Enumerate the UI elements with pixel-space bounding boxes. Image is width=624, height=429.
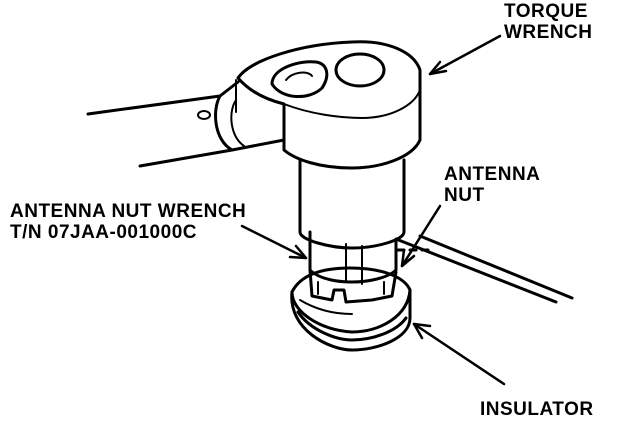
torque-wrench-arrowhead bbox=[428, 60, 448, 76]
insulator-label-line1: INSULATOR bbox=[480, 399, 594, 420]
torque-wrench-handle-shape bbox=[86, 80, 286, 168]
antenna-nut-wrench-leader bbox=[240, 224, 308, 260]
antenna-nut-label: ANTENNA NUT bbox=[444, 164, 540, 206]
antenna-nut-wrench-label: ANTENNA NUT WRENCH T/N 07JAA-001000C bbox=[10, 201, 246, 243]
torque-wrench-leader bbox=[428, 34, 502, 76]
antenna-nut-label-line2: NUT bbox=[444, 185, 485, 206]
torque-wrench-head-shape bbox=[235, 40, 422, 170]
torque-wrench-label-line2: WRENCH bbox=[504, 22, 593, 43]
antenna-nut-arrowhead bbox=[400, 248, 416, 268]
insulator-shape bbox=[290, 266, 412, 352]
insulator-leader bbox=[412, 322, 506, 386]
insulator-label: INSULATOR bbox=[480, 399, 594, 420]
antenna-nut-leader bbox=[400, 204, 442, 268]
antenna-nut-wrench-label-line1: ANTENNA NUT WRENCH bbox=[10, 201, 247, 222]
antenna-mast bbox=[394, 234, 574, 304]
antenna-nut-wrench-label-line2: T/N 07JAA-001000C bbox=[10, 222, 197, 243]
torque-wrench-label: TORQUE WRENCH bbox=[504, 1, 593, 43]
callout-arrows bbox=[240, 34, 506, 386]
antenna-nut-label-line1: ANTENNA bbox=[444, 164, 541, 185]
insulator-arrowhead bbox=[412, 322, 432, 340]
torque-wrench-label-line1: TORQUE bbox=[504, 1, 588, 22]
antenna-nut-wrench-arrowhead bbox=[288, 244, 308, 260]
antenna-nut-wrench-shape bbox=[298, 158, 406, 285]
antenna-nut-shape bbox=[308, 268, 398, 304]
